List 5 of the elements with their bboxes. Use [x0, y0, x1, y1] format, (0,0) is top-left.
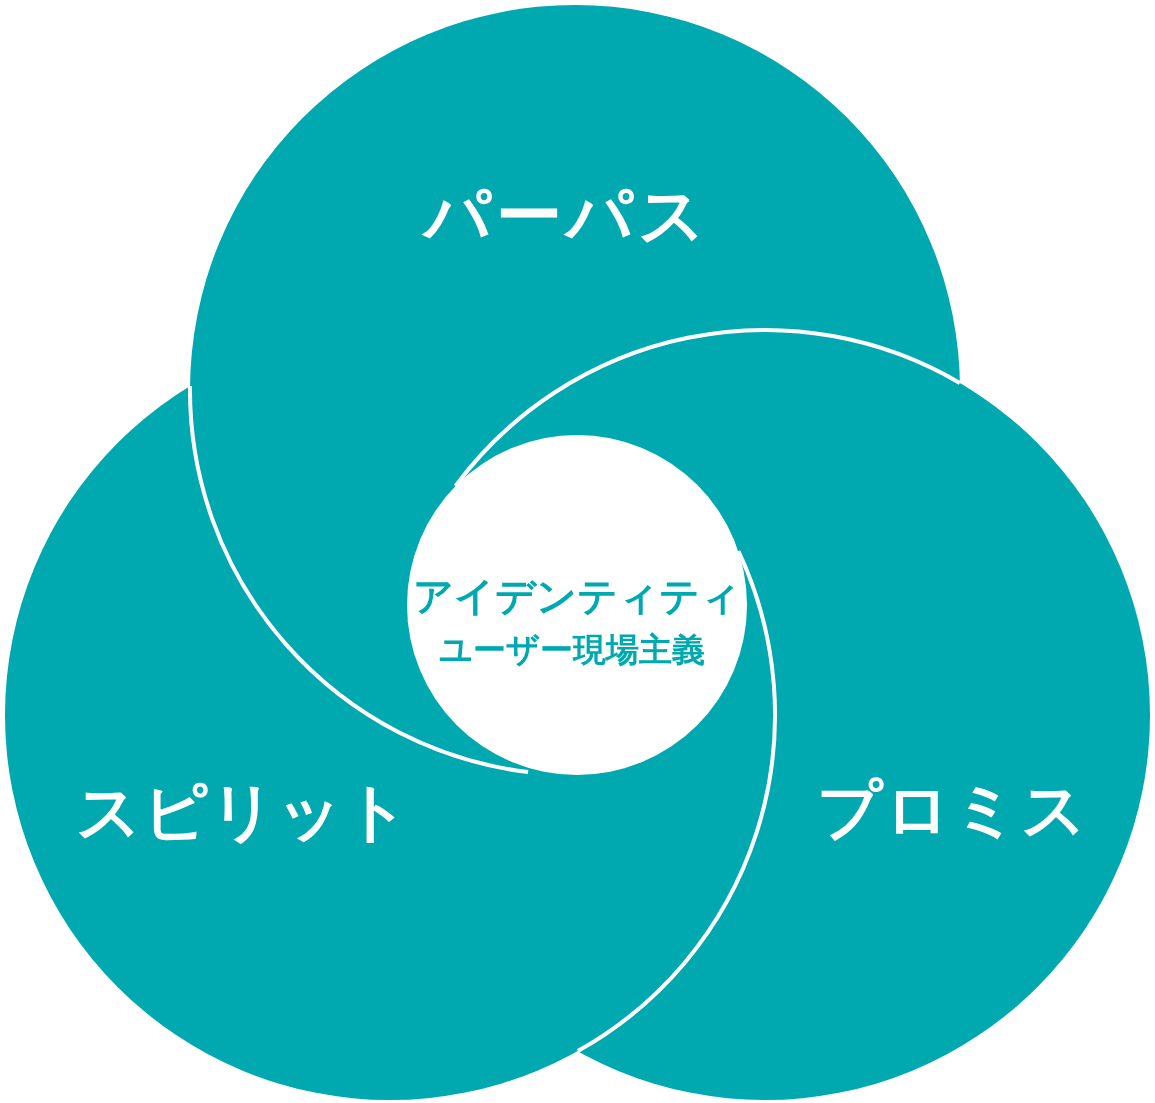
- circle-label: スピリット: [75, 776, 411, 848]
- circle-label: プロミス: [817, 774, 1089, 846]
- center-title: アイデンティティ: [413, 574, 741, 618]
- center-subtitle: ユーザー現場主義: [439, 631, 705, 669]
- circle-label: パーパス: [424, 179, 710, 253]
